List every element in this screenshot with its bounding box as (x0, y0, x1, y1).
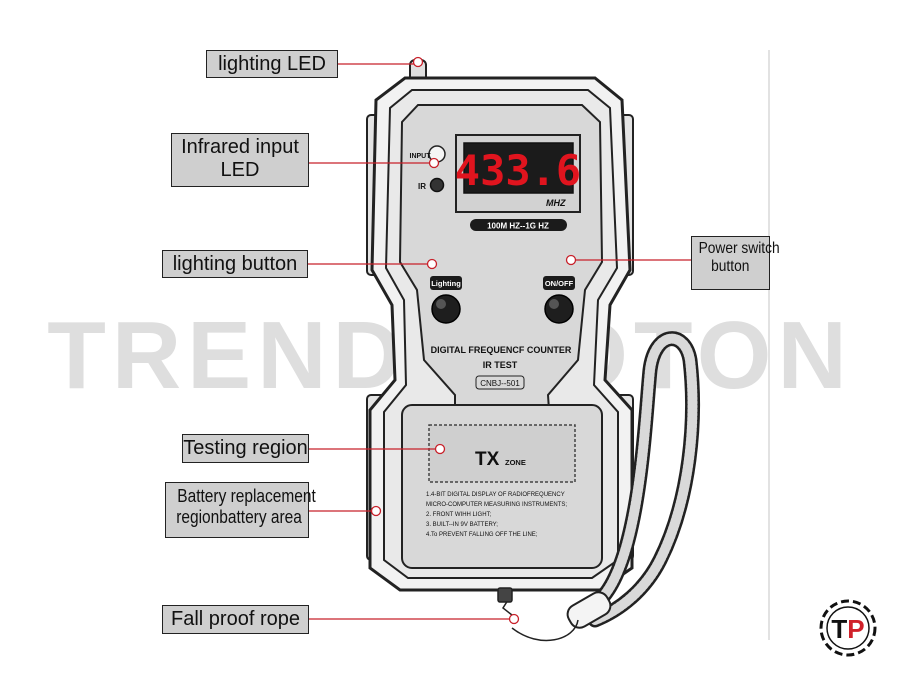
fall-proof-rope (497, 587, 579, 642)
callout-fall-proof-rope: Fall proof rope (162, 605, 309, 634)
callout-lighting-button-text: lighting button (172, 253, 298, 275)
range-label: 100M HZ--1G HZ (487, 222, 549, 231)
callout-fall-proof-rope-text: Fall proof rope (171, 608, 300, 630)
lighting-button-tag (430, 276, 462, 290)
callout-battery-line2: regionbattery area (176, 506, 302, 527)
callout-battery-line1: Battery replacement (177, 486, 316, 506)
tx-label: TX (475, 449, 500, 470)
power-button (544, 294, 574, 324)
callout-infrared-line2: LED (220, 159, 260, 181)
lighting-button-label: Lighting (431, 279, 461, 288)
leader-dots (370, 56, 577, 625)
ir-label: IR (418, 182, 426, 191)
device-title: DIGITAL FREQUENCF COUNTER (431, 345, 572, 355)
device-subtitle: IR TEST (483, 360, 518, 370)
callout-power-switch: Power switch button (691, 236, 780, 290)
callout-battery-area: Battery replacement regionbattery area (165, 482, 316, 538)
testing-region (428, 424, 576, 483)
callout-lighting-button: lighting button (162, 250, 308, 278)
lanyard-strap (587, 331, 700, 628)
power-button-tag (543, 276, 575, 290)
model-box (475, 375, 525, 390)
range-badge (470, 219, 567, 231)
feature-line: 4.To PREVENT FALLING OFF THE LINE; (426, 532, 538, 538)
leader-lines (306, 63, 691, 620)
callout-lighting-led: lighting LED (206, 50, 338, 78)
power-button-label: ON/OFF (545, 279, 574, 288)
frequency-reading: 433.6 (455, 146, 581, 195)
feature-line: MICRO-COMPUTER MEASURING INSTRUMENTS; (426, 502, 567, 508)
display-unit: MHZ (546, 198, 566, 208)
ir-led (429, 177, 445, 193)
callout-testing-region-text: Testing region (183, 437, 308, 459)
feature-line: 2. FRONT WIHH LIGHT; (426, 512, 492, 518)
callout-infrared-input-led: Infrared input LED (171, 133, 309, 187)
feature-line: 3. BUILT--IN 9V BATTERY; (426, 522, 498, 528)
callout-testing-region: Testing region (182, 434, 309, 463)
callout-lighting-led-text: lighting LED (218, 53, 326, 75)
display-screen (463, 142, 574, 194)
feature-line: 1.4-BIT DIGITAL DISPLAY OF RADIOFREQUENC… (426, 492, 565, 498)
callout-infrared-line1: Infrared input (181, 136, 299, 158)
callout-power-line1: Power switch (698, 240, 780, 257)
rope-stopper (566, 591, 612, 629)
feature-list: 1.4-BIT DIGITAL DISPLAY OF RADIOFREQUENC… (426, 492, 567, 538)
input-label: INPUT (410, 153, 432, 160)
logo-letter-t: TP (831, 614, 864, 644)
tx-zone-label: ZONE (505, 458, 526, 467)
lighting-button (431, 294, 461, 324)
callout-power-line2: button (711, 258, 750, 276)
tp-logo: TP (819, 599, 877, 657)
model-number: CNBJ--501 (480, 379, 520, 388)
